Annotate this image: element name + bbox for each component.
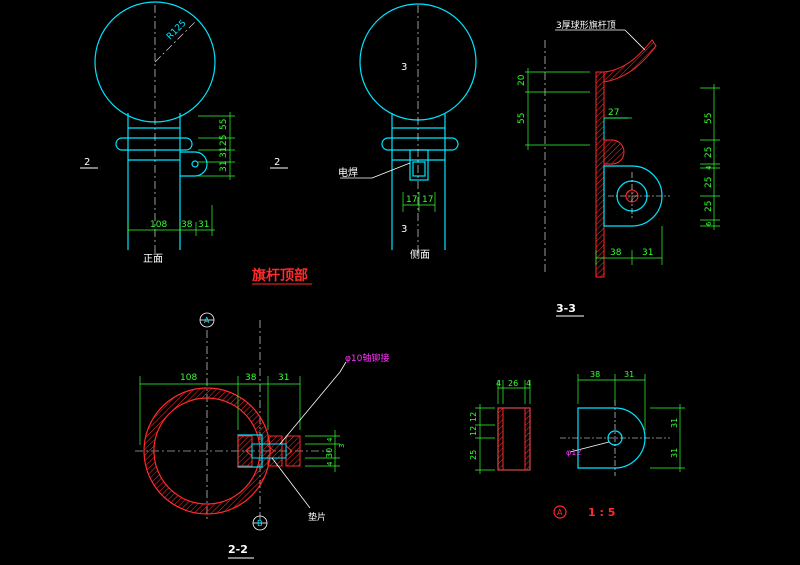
front-lug bbox=[180, 151, 208, 177]
s22-washer-note: 垫片 bbox=[308, 511, 326, 523]
detA-scale: 1 : 5 bbox=[588, 506, 615, 519]
front-collar bbox=[115, 137, 193, 151]
detA-dim-26: 26 bbox=[508, 379, 518, 388]
s22-lug-left bbox=[237, 435, 253, 467]
detA-dim-31c: 31 bbox=[670, 448, 679, 458]
front-radius: R125 bbox=[165, 18, 189, 42]
s22-dim-38: 38 bbox=[245, 373, 257, 383]
s33-dimensions bbox=[525, 68, 720, 265]
detA-mark: A bbox=[557, 508, 563, 517]
s33-dim-25b: 25 bbox=[704, 177, 714, 188]
s22-dim-4a: 4 bbox=[326, 437, 334, 442]
front-dim-31b: 31 bbox=[219, 161, 229, 172]
label-underlines bbox=[80, 167, 584, 559]
front-dim-25: 25 bbox=[219, 135, 229, 146]
side-collar bbox=[381, 137, 459, 151]
s22-pin bbox=[251, 443, 287, 459]
s33-dim-6: 6 bbox=[705, 221, 713, 226]
s33-dim-55a: 55 bbox=[517, 113, 527, 124]
s33-dim-38: 38 bbox=[610, 248, 622, 258]
s33-dim-31: 31 bbox=[642, 248, 653, 258]
front-mark-left: 2 bbox=[84, 157, 90, 168]
side-mark-top: 3 bbox=[401, 62, 407, 73]
detA-lug-front bbox=[577, 407, 646, 469]
front-dimensions bbox=[127, 112, 235, 236]
s22-pin-note: φ10轴铆接 bbox=[345, 352, 389, 364]
s22-mark-b: B bbox=[257, 519, 263, 528]
detA-dim-12b: 12 bbox=[469, 426, 478, 436]
s22-pole-ring bbox=[143, 387, 271, 515]
s33-dim-27: 27 bbox=[608, 108, 619, 118]
section-22 bbox=[135, 320, 330, 520]
s22-dim-4b: 4 bbox=[326, 461, 334, 466]
s22-dim-31: 31 bbox=[278, 373, 289, 383]
weld-label: 电焊 bbox=[338, 166, 358, 179]
detA-dim-38: 38 bbox=[590, 370, 600, 379]
side-dim-17b: 17 bbox=[422, 195, 433, 205]
s33-dim-20: 20 bbox=[517, 74, 527, 86]
front-dim-108: 108 bbox=[150, 220, 167, 230]
detA-dim-4a: 4 bbox=[496, 379, 501, 388]
s33-note-leader bbox=[555, 29, 646, 51]
s22-mark-a: A bbox=[204, 316, 210, 325]
s22-label: 2-2 bbox=[228, 543, 248, 556]
detail-a bbox=[497, 400, 670, 519]
front-dim-31c: 31 bbox=[198, 220, 209, 230]
s33-ball-shell bbox=[603, 39, 657, 83]
detA-hole-label: φ12 bbox=[566, 448, 581, 457]
front-dim-38: 38 bbox=[181, 220, 193, 230]
s33-dim-4: 4 bbox=[705, 165, 713, 170]
detA-mark-circle bbox=[553, 505, 567, 519]
front-label: 正面 bbox=[143, 254, 163, 265]
front-lug-hole bbox=[191, 160, 199, 168]
s22-callouts bbox=[199, 312, 268, 531]
front-centerlines bbox=[154, 5, 196, 255]
s33-dim-25a: 25 bbox=[704, 147, 714, 158]
detA-dim-4b: 4 bbox=[526, 379, 531, 388]
section-33 bbox=[544, 39, 670, 278]
front-dim-55: 55 bbox=[219, 119, 229, 130]
s22-leaders bbox=[271, 361, 347, 509]
side-dimensions bbox=[402, 192, 436, 212]
s33-dim-55b: 55 bbox=[704, 113, 714, 124]
drawing-title: 旗杆顶部 bbox=[252, 267, 308, 284]
detA-dim-25: 25 bbox=[469, 450, 478, 460]
side-view bbox=[359, 3, 477, 250]
s22-dimensions bbox=[139, 376, 340, 472]
s22-dim-3: 3 bbox=[338, 444, 346, 448]
s33-collar bbox=[603, 139, 625, 165]
s33-note: 3厚球形旗杆顶 bbox=[556, 19, 616, 31]
weld-leader bbox=[340, 162, 411, 179]
s22-dim-30: 30 bbox=[325, 448, 334, 458]
s33-pole-wall bbox=[595, 71, 605, 278]
side-dim-17a: 17 bbox=[406, 195, 417, 205]
s33-lug bbox=[603, 165, 663, 227]
s22-dim-108: 108 bbox=[180, 373, 197, 383]
s22-lug-right bbox=[285, 435, 301, 467]
front-mark-right: 2 bbox=[274, 157, 280, 168]
side-mark-bottom: 3 bbox=[401, 224, 407, 235]
detA-dimensions bbox=[475, 374, 685, 474]
front-dim-31a: 31 bbox=[219, 147, 229, 158]
detA-dim-31a: 31 bbox=[624, 370, 634, 379]
side-lug bbox=[409, 149, 429, 181]
side-label: 侧面 bbox=[410, 248, 430, 261]
detA-dim-31b: 31 bbox=[670, 418, 679, 428]
detA-dim-12a: 12 bbox=[469, 412, 478, 422]
s33-dim-25c: 25 bbox=[704, 201, 714, 212]
side-lug-inner bbox=[412, 161, 426, 177]
s33-label: 3-3 bbox=[556, 302, 576, 315]
